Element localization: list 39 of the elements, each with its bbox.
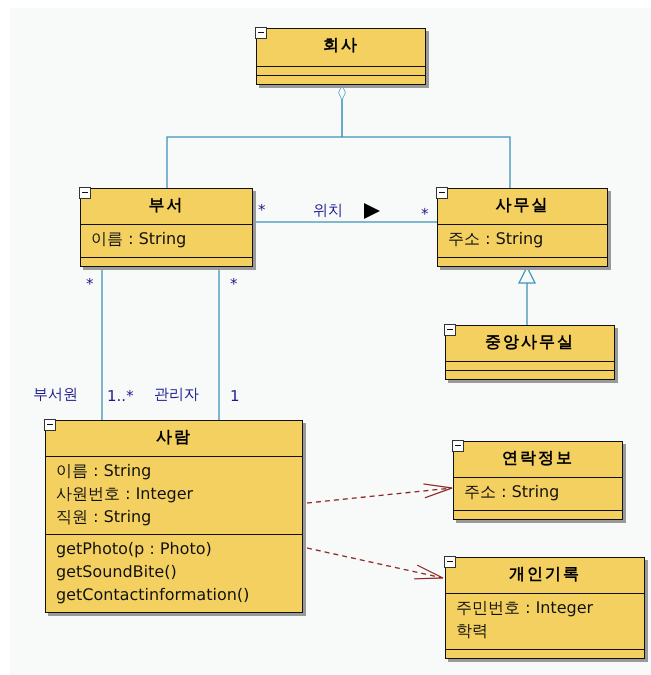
- method-text: getContactinformation(): [56, 585, 250, 604]
- multiplicity-label: *: [230, 275, 238, 293]
- class-name: 회사: [323, 35, 359, 56]
- attribute-text: 이름 : String: [56, 461, 152, 480]
- method-text: getPhoto(p : Photo): [56, 539, 212, 558]
- dependency-arrow: [306, 483, 453, 504]
- class-box: [437, 188, 608, 267]
- class-name: 연락정보: [502, 448, 574, 469]
- association-name: 위치: [313, 201, 343, 219]
- attribute-text: 주민번호 : Integer: [456, 598, 594, 617]
- class-name: 중앙사무실: [485, 332, 575, 353]
- role-name-label: 관리자: [154, 385, 199, 403]
- attribute-text: 이름 : String: [91, 229, 186, 248]
- class-name: 개인기록: [509, 564, 581, 585]
- class-box: [80, 188, 253, 267]
- multiplicity-label: *: [86, 275, 94, 293]
- attribute-text: 사원번호 : Integer: [56, 484, 194, 503]
- class-box: [256, 28, 426, 85]
- class-name: 사무실: [496, 195, 550, 216]
- method-text: getSoundBite(): [56, 562, 177, 581]
- multiplicity-label: 1..*: [107, 387, 134, 405]
- class-box: [445, 325, 615, 380]
- multiplicity-label: 1: [230, 387, 240, 405]
- attribute-text: 학력: [456, 621, 488, 640]
- association-line: [218, 267, 220, 420]
- attribute-text: 직원 : String: [56, 507, 152, 526]
- association-line: [101, 267, 103, 420]
- multiplicity-label: *: [421, 205, 428, 223]
- class-name: 부서: [148, 195, 184, 216]
- class-box: [45, 420, 303, 613]
- dependency-arrow: [306, 547, 444, 580]
- role-name-label: 부서원: [33, 385, 78, 403]
- class-name: 사람: [156, 427, 192, 448]
- multiplicity-label: *: [258, 201, 266, 219]
- class-box: [453, 441, 623, 520]
- association-line: [253, 221, 437, 223]
- class-box: [445, 557, 645, 659]
- attribute-text: 주소 : String: [448, 229, 544, 248]
- attribute-text: 주소 : String: [464, 482, 560, 501]
